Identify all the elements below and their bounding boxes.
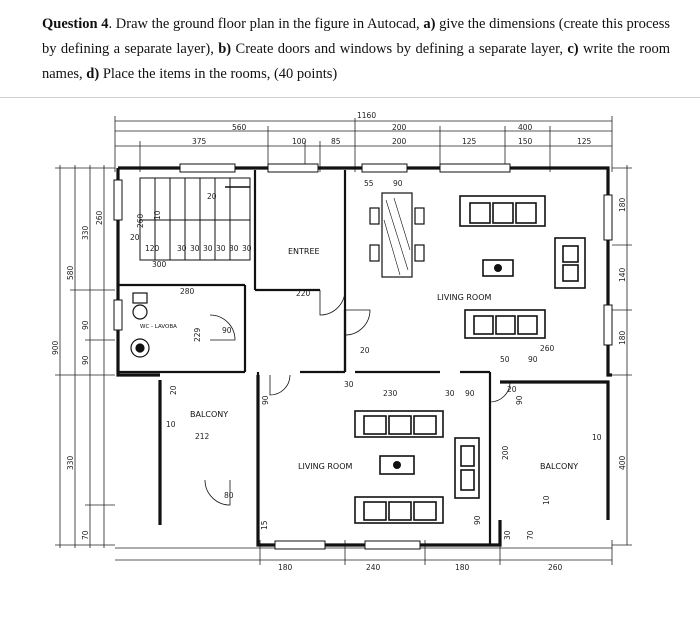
dim-280: 280 bbox=[180, 287, 195, 296]
dim-20c: 20 bbox=[169, 385, 178, 395]
dim-right-180a: 180 bbox=[618, 197, 627, 212]
dim-90g: 90 bbox=[261, 395, 270, 405]
dim-150: 150 bbox=[518, 137, 533, 146]
dimension-lines bbox=[55, 116, 632, 565]
upper-living-furniture bbox=[459, 195, 586, 339]
dim-200: 200 bbox=[501, 445, 510, 460]
dim-15: 15 bbox=[260, 520, 269, 530]
room-label-living-upper: LIVING ROOM bbox=[437, 293, 492, 302]
dim-tread-2: 30 bbox=[190, 244, 200, 253]
dim-10a: 10 bbox=[166, 420, 176, 429]
windows bbox=[113, 163, 613, 550]
lower-living-furniture bbox=[354, 410, 480, 524]
dim-stair-120: 120 bbox=[145, 244, 160, 253]
room-label-balcony-left: BALCONY bbox=[190, 410, 228, 419]
dim-right-block: 400 bbox=[518, 123, 533, 132]
dim-left-upper: 580 bbox=[66, 265, 75, 280]
room-label-wc: WC - LAVOBA bbox=[140, 324, 177, 330]
dim-100: 100 bbox=[292, 137, 307, 146]
part-a-text: give the dimensions (create this process… bbox=[42, 16, 670, 57]
staircase bbox=[139, 177, 251, 261]
dim-90: 90 bbox=[222, 326, 232, 335]
dim-230: 230 bbox=[383, 389, 398, 398]
dim-left-total: 900 bbox=[51, 340, 60, 355]
dim-left-90a: 90 bbox=[81, 320, 90, 330]
dim-90b: 90 bbox=[393, 179, 403, 188]
lower-coffee-table-icon bbox=[393, 461, 401, 469]
dim-right-400: 400 bbox=[618, 455, 627, 470]
dim-stair-20b: 20 bbox=[207, 192, 217, 201]
part-d-marker: d) bbox=[86, 66, 100, 82]
dim-overall-width: 1160 bbox=[357, 111, 376, 120]
dim-10c: 10 bbox=[542, 495, 551, 505]
dim-mid-block: 200 bbox=[392, 123, 407, 132]
part-b-text: Create doors and windows by defining a s… bbox=[231, 41, 568, 57]
dim-stair-300: 300 bbox=[152, 260, 167, 269]
part-a-marker: a) bbox=[423, 16, 436, 32]
dim-30c: 30 bbox=[503, 530, 512, 540]
part-d-text: Place the items in the rooms, (40 points… bbox=[99, 66, 338, 82]
room-label-entree: ENTREE bbox=[288, 247, 320, 256]
dim-30a: 30 bbox=[445, 389, 455, 398]
dim-55: 55 bbox=[364, 179, 374, 188]
exterior-walls bbox=[116, 166, 612, 547]
dim-375: 375 bbox=[192, 137, 207, 146]
floor-plan-drawing: ENTREE LIVING ROOM LIVING ROOM WC - LAVO… bbox=[51, 111, 632, 572]
part-b-marker: b) bbox=[218, 41, 232, 57]
separator-line bbox=[0, 97, 700, 98]
dim-220: 220 bbox=[296, 289, 311, 298]
interior-walls bbox=[118, 170, 492, 545]
dim-left-330: 330 bbox=[81, 225, 90, 240]
dim-200: 200 bbox=[392, 137, 407, 146]
dim-left-70: 70 bbox=[81, 530, 90, 540]
dim-bottom-180b: 180 bbox=[455, 563, 470, 572]
dim-tread-4: 30 bbox=[216, 244, 226, 253]
dim-85: 85 bbox=[331, 137, 341, 146]
question-intro: . Draw the ground floor plan in the figu… bbox=[108, 16, 424, 32]
dim-left-90b: 90 bbox=[81, 355, 90, 365]
door-swings bbox=[204, 289, 511, 506]
dim-90c: 90 bbox=[465, 389, 475, 398]
dim-bottom-180a: 180 bbox=[278, 563, 293, 572]
dim-bottom-260: 260 bbox=[548, 563, 563, 572]
dim-90f: 90 bbox=[473, 515, 482, 525]
question-text: Question 4. Draw the ground floor plan i… bbox=[42, 12, 670, 87]
dim-260b: 260 bbox=[540, 344, 555, 353]
dim-90e: 90 bbox=[515, 395, 524, 405]
dim-70: 70 bbox=[526, 530, 535, 540]
dim-left-lower: 330 bbox=[66, 455, 75, 470]
dim-right-180b: 180 bbox=[618, 330, 627, 345]
dim-tread-3: 30 bbox=[203, 244, 213, 253]
dim-left-260: 260 bbox=[95, 210, 104, 225]
dim-stair-10: 10 bbox=[153, 210, 162, 220]
question-number: Question 4 bbox=[42, 16, 109, 32]
dim-stair-20a: 20 bbox=[130, 233, 140, 242]
part-c-marker: c) bbox=[567, 41, 579, 57]
dim-left-block: 560 bbox=[232, 123, 247, 132]
dim-10b: 10 bbox=[592, 433, 602, 442]
dim-90d: 90 bbox=[528, 355, 538, 364]
room-label-balcony-right: BALCONY bbox=[540, 462, 578, 471]
dim-125a: 125 bbox=[462, 137, 477, 146]
dim-50: 50 bbox=[500, 355, 510, 364]
wc-fixtures bbox=[130, 292, 150, 358]
dim-bottom-240: 240 bbox=[366, 563, 381, 572]
dim-tread-6: 30 bbox=[242, 244, 252, 253]
dim-right-140: 140 bbox=[618, 267, 627, 282]
dim-212: 212 bbox=[195, 432, 210, 441]
dim-229: 229 bbox=[193, 327, 202, 342]
dim-30b: 30 bbox=[344, 380, 354, 389]
coffee-table-icon bbox=[494, 264, 502, 272]
dim-20b: 20 bbox=[507, 385, 517, 394]
dim-260: 260 bbox=[136, 213, 145, 228]
dim-125b: 125 bbox=[577, 137, 592, 146]
dim-20: 20 bbox=[360, 346, 370, 355]
dim-tread-5: 30 bbox=[229, 244, 239, 253]
dim-80: 80 bbox=[224, 491, 234, 500]
part-c-text: write the room names, bbox=[42, 41, 670, 82]
dim-tread-1: 30 bbox=[177, 244, 187, 253]
dining-table bbox=[369, 192, 425, 278]
room-label-living-lower: LIVING ROOM bbox=[298, 462, 353, 471]
